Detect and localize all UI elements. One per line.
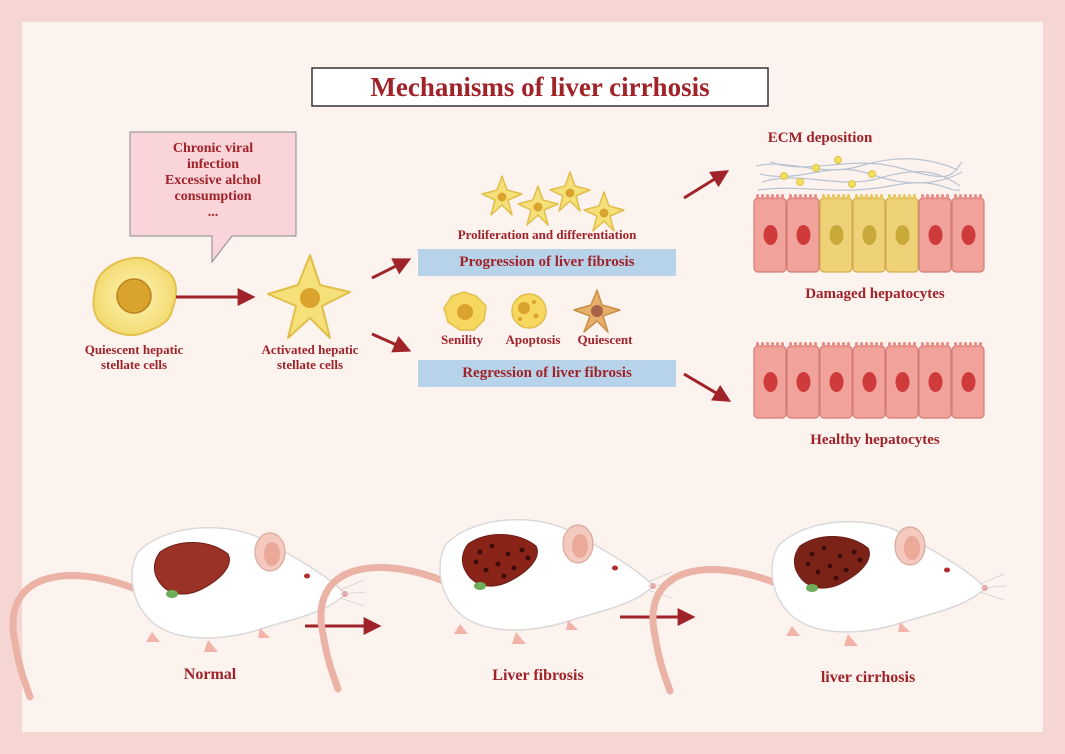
quiescent-label-line: Quiescent hepatic (84, 342, 184, 357)
causes-line: ... (207, 205, 219, 221)
causes-line: consumption (174, 189, 252, 205)
hepatocyte-cell (852, 342, 886, 419)
hepatocyte-cell (786, 342, 820, 419)
mouse-normal (9, 526, 367, 701)
hepatocyte-cell (786, 194, 820, 273)
mouse-cirrhosis (649, 520, 1007, 695)
damaged-label: Damaged hepatocytes (805, 286, 945, 302)
stage-cirrhosis-label: liver cirrhosis (820, 669, 916, 686)
arrow-to-healthy (683, 372, 732, 402)
damaged-hepatocytes (753, 194, 985, 273)
stage-fibrosis-label: Liver fibrosis (492, 667, 584, 684)
stage-normal-label: Normal (183, 666, 237, 683)
activated-label-line: Activated hepatic (261, 342, 359, 357)
hepatocyte-cell (951, 194, 985, 273)
hepatocyte-cell (852, 194, 886, 273)
liver-organ (793, 535, 870, 589)
arrow-to-regression (371, 332, 412, 353)
activated-label: Activated hepatic stellate cells (235, 342, 385, 373)
progression-bar: Progression of liver fibrosis (418, 249, 676, 276)
causes-line: Excessive alchol (164, 173, 262, 189)
fate-senility: Senility (441, 332, 483, 347)
hepatocyte-cell (753, 194, 787, 273)
arrow-to-damaged (683, 170, 730, 200)
quiescent-label: Quiescent hepatic stellate cells (54, 342, 214, 373)
hepatocyte-cell (753, 342, 787, 419)
activated-cell (267, 254, 351, 339)
fate-quiescent: Quiescent (577, 332, 633, 347)
hepatocyte-cell (885, 342, 919, 419)
causes-text: Chronic viral infection Excessive alchol… (130, 141, 296, 221)
healthy-label: Healthy hepatocytes (810, 432, 940, 448)
quiescent-small-cell (573, 289, 621, 333)
quiescent-label-line: stellate cells (100, 356, 168, 372)
regression-bar: Regression of liver fibrosis (418, 360, 676, 387)
page-title: Mechanisms of liver cirrhosis (370, 72, 710, 102)
senility-cell (443, 291, 487, 331)
hepatocyte-cell (918, 342, 952, 419)
ecm-label: ECM deposition (767, 130, 873, 146)
activated-label-line: stellate cells (276, 356, 344, 372)
title-box (311, 67, 769, 107)
healthy-hepatocytes (753, 342, 985, 419)
causes-line: infection (186, 157, 240, 173)
hepatocyte-cell (885, 194, 919, 273)
hepatocyte-cell (819, 194, 853, 273)
liver-organ (153, 541, 230, 595)
quiescent-cell (92, 256, 177, 336)
hepatocyte-cell (918, 194, 952, 273)
fate-apoptosis: Apoptosis (505, 332, 561, 347)
hepatocyte-cell (819, 342, 853, 419)
causes-line: Chronic viral (172, 141, 254, 156)
arrow-to-progression (371, 258, 412, 280)
mouse-fibrosis (317, 518, 675, 693)
hepatocyte-cell (951, 342, 985, 419)
liver-organ (461, 533, 538, 587)
apoptosis-cell (511, 293, 547, 329)
proliferation-caption: Proliferation and differentiation (457, 227, 637, 242)
causes-bubble (129, 131, 297, 264)
